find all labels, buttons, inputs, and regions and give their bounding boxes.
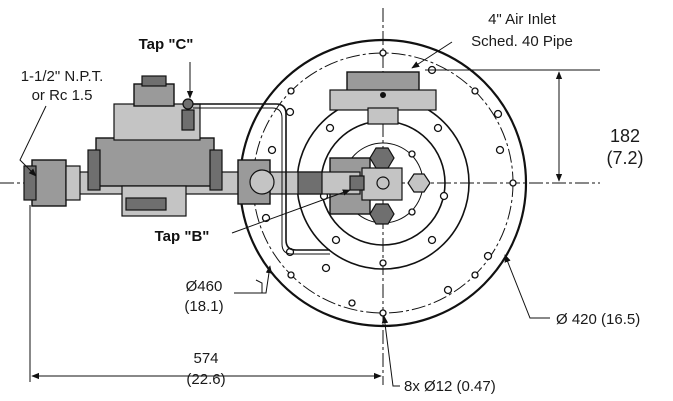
- labels: 4" Air Inlet Sched. 40 Pipe Tap "C" Tap …: [21, 11, 644, 395]
- label-dim-182-in: (7.2): [606, 148, 643, 168]
- label-air-inlet-1: 4" Air Inlet: [488, 11, 557, 28]
- gas-train: [23, 75, 365, 217]
- label-tap-c: Tap "C": [139, 36, 194, 53]
- label-dim-460: Ø460: [186, 278, 223, 295]
- center-lines: [0, 8, 600, 385]
- leaders: [19, 41, 550, 387]
- inner-ring-holes: [319, 123, 449, 267]
- label-npt-2: or Rc 1.5: [32, 87, 93, 104]
- dim-574-lines: [29, 205, 382, 382]
- bolt-holes: [249, 49, 517, 317]
- label-dim-574: 574: [193, 350, 218, 367]
- label-bolt-holes: 8x Ø12 (0.47): [404, 378, 496, 395]
- dim-182-lines: [425, 69, 600, 182]
- label-air-inlet-2: Sched. 40 Pipe: [471, 33, 573, 50]
- air-inlet-box: [329, 71, 437, 125]
- label-tap-b: Tap "B": [155, 228, 210, 245]
- label-npt-1: 1-1/2" N.P.T.: [21, 68, 104, 85]
- label-bolt-circle: Ø 420 (16.5): [556, 311, 640, 328]
- label-dim-574-in: (22.6): [186, 371, 225, 388]
- label-dim-460-in: (18.1): [184, 298, 223, 315]
- label-dim-182: 182: [610, 126, 640, 146]
- impulse-tube: [193, 103, 330, 255]
